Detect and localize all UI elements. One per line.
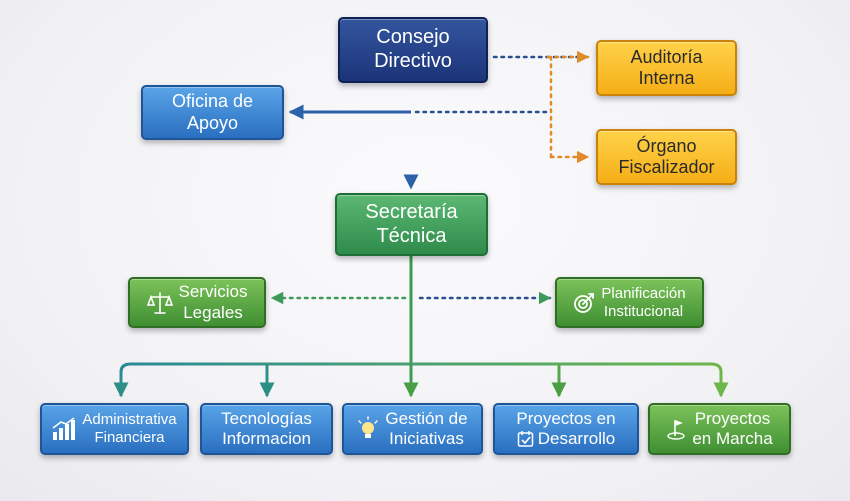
node-label-line2: Técnica bbox=[376, 224, 447, 247]
node-administrativa-financiera[interactable]: Administrativa Financiera bbox=[40, 403, 189, 455]
node-label-line2: Directivo bbox=[374, 50, 452, 72]
bar-chart-icon bbox=[52, 417, 76, 441]
lightbulb-icon bbox=[357, 416, 379, 442]
flag-icon bbox=[666, 418, 686, 440]
node-label-line2: Iniciativas bbox=[389, 429, 464, 448]
node-label-line1: Gestión de bbox=[385, 408, 468, 428]
node-oficina-apoyo[interactable]: Oficina de Apoyo bbox=[141, 85, 284, 140]
node-consejo-directivo[interactable]: Consejo Directivo bbox=[338, 17, 488, 83]
node-organo-fiscalizador[interactable]: Órgano Fiscalizador bbox=[596, 129, 737, 185]
checklist-icon bbox=[517, 430, 535, 448]
node-proyectos-desarrollo[interactable]: Proyectos en Desarrollo bbox=[493, 403, 639, 455]
node-secretaria-tecnica[interactable]: Secretaría Técnica bbox=[335, 193, 488, 256]
node-auditoria-interna[interactable]: Auditoría Interna bbox=[596, 40, 737, 96]
node-label-line2: en Marcha bbox=[692, 429, 773, 448]
node-label-line1: Servicios bbox=[178, 282, 248, 302]
node-label-line1: Consejo bbox=[376, 26, 450, 49]
node-label-line1: Secretaría bbox=[365, 200, 458, 223]
node-label-line1: Órgano bbox=[636, 135, 697, 156]
node-planificacion-institucional[interactable]: Planificación Institucional bbox=[555, 277, 704, 328]
node-label-line1: Planificación bbox=[601, 284, 686, 302]
node-label-line1: Tecnologías bbox=[221, 408, 312, 428]
node-label-line1: Proyectos en bbox=[516, 408, 616, 428]
target-icon bbox=[573, 292, 595, 314]
node-servicios-legales[interactable]: Servicios Legales bbox=[128, 277, 266, 328]
node-tecnologias-informacion[interactable]: Tecnologías Informacion bbox=[200, 403, 333, 455]
node-label-line1: Oficina de bbox=[171, 91, 254, 112]
bus-line bbox=[119, 362, 723, 388]
node-label-line2: Desarrollo bbox=[537, 429, 616, 448]
node-label-line2: Informacion bbox=[222, 429, 311, 448]
node-label-line2: Financiera bbox=[94, 429, 165, 446]
node-gestion-iniciativas[interactable]: Gestión de Iniciativas bbox=[342, 403, 483, 455]
node-label-line2: Legales bbox=[183, 302, 243, 322]
scales-icon bbox=[146, 291, 173, 315]
node-label-line2: Interna bbox=[638, 68, 695, 88]
node-proyectos-marcha[interactable]: Proyectos en Marcha bbox=[648, 403, 791, 455]
node-label-line1: Proyectos bbox=[694, 408, 771, 428]
node-label-line2: Apoyo bbox=[186, 112, 239, 133]
node-label-line2: Fiscalizador bbox=[618, 157, 715, 177]
node-label-line1: Auditoría bbox=[630, 46, 703, 67]
node-label-line1: Administrativa bbox=[82, 411, 177, 429]
node-label-line2: Institucional bbox=[603, 302, 684, 320]
